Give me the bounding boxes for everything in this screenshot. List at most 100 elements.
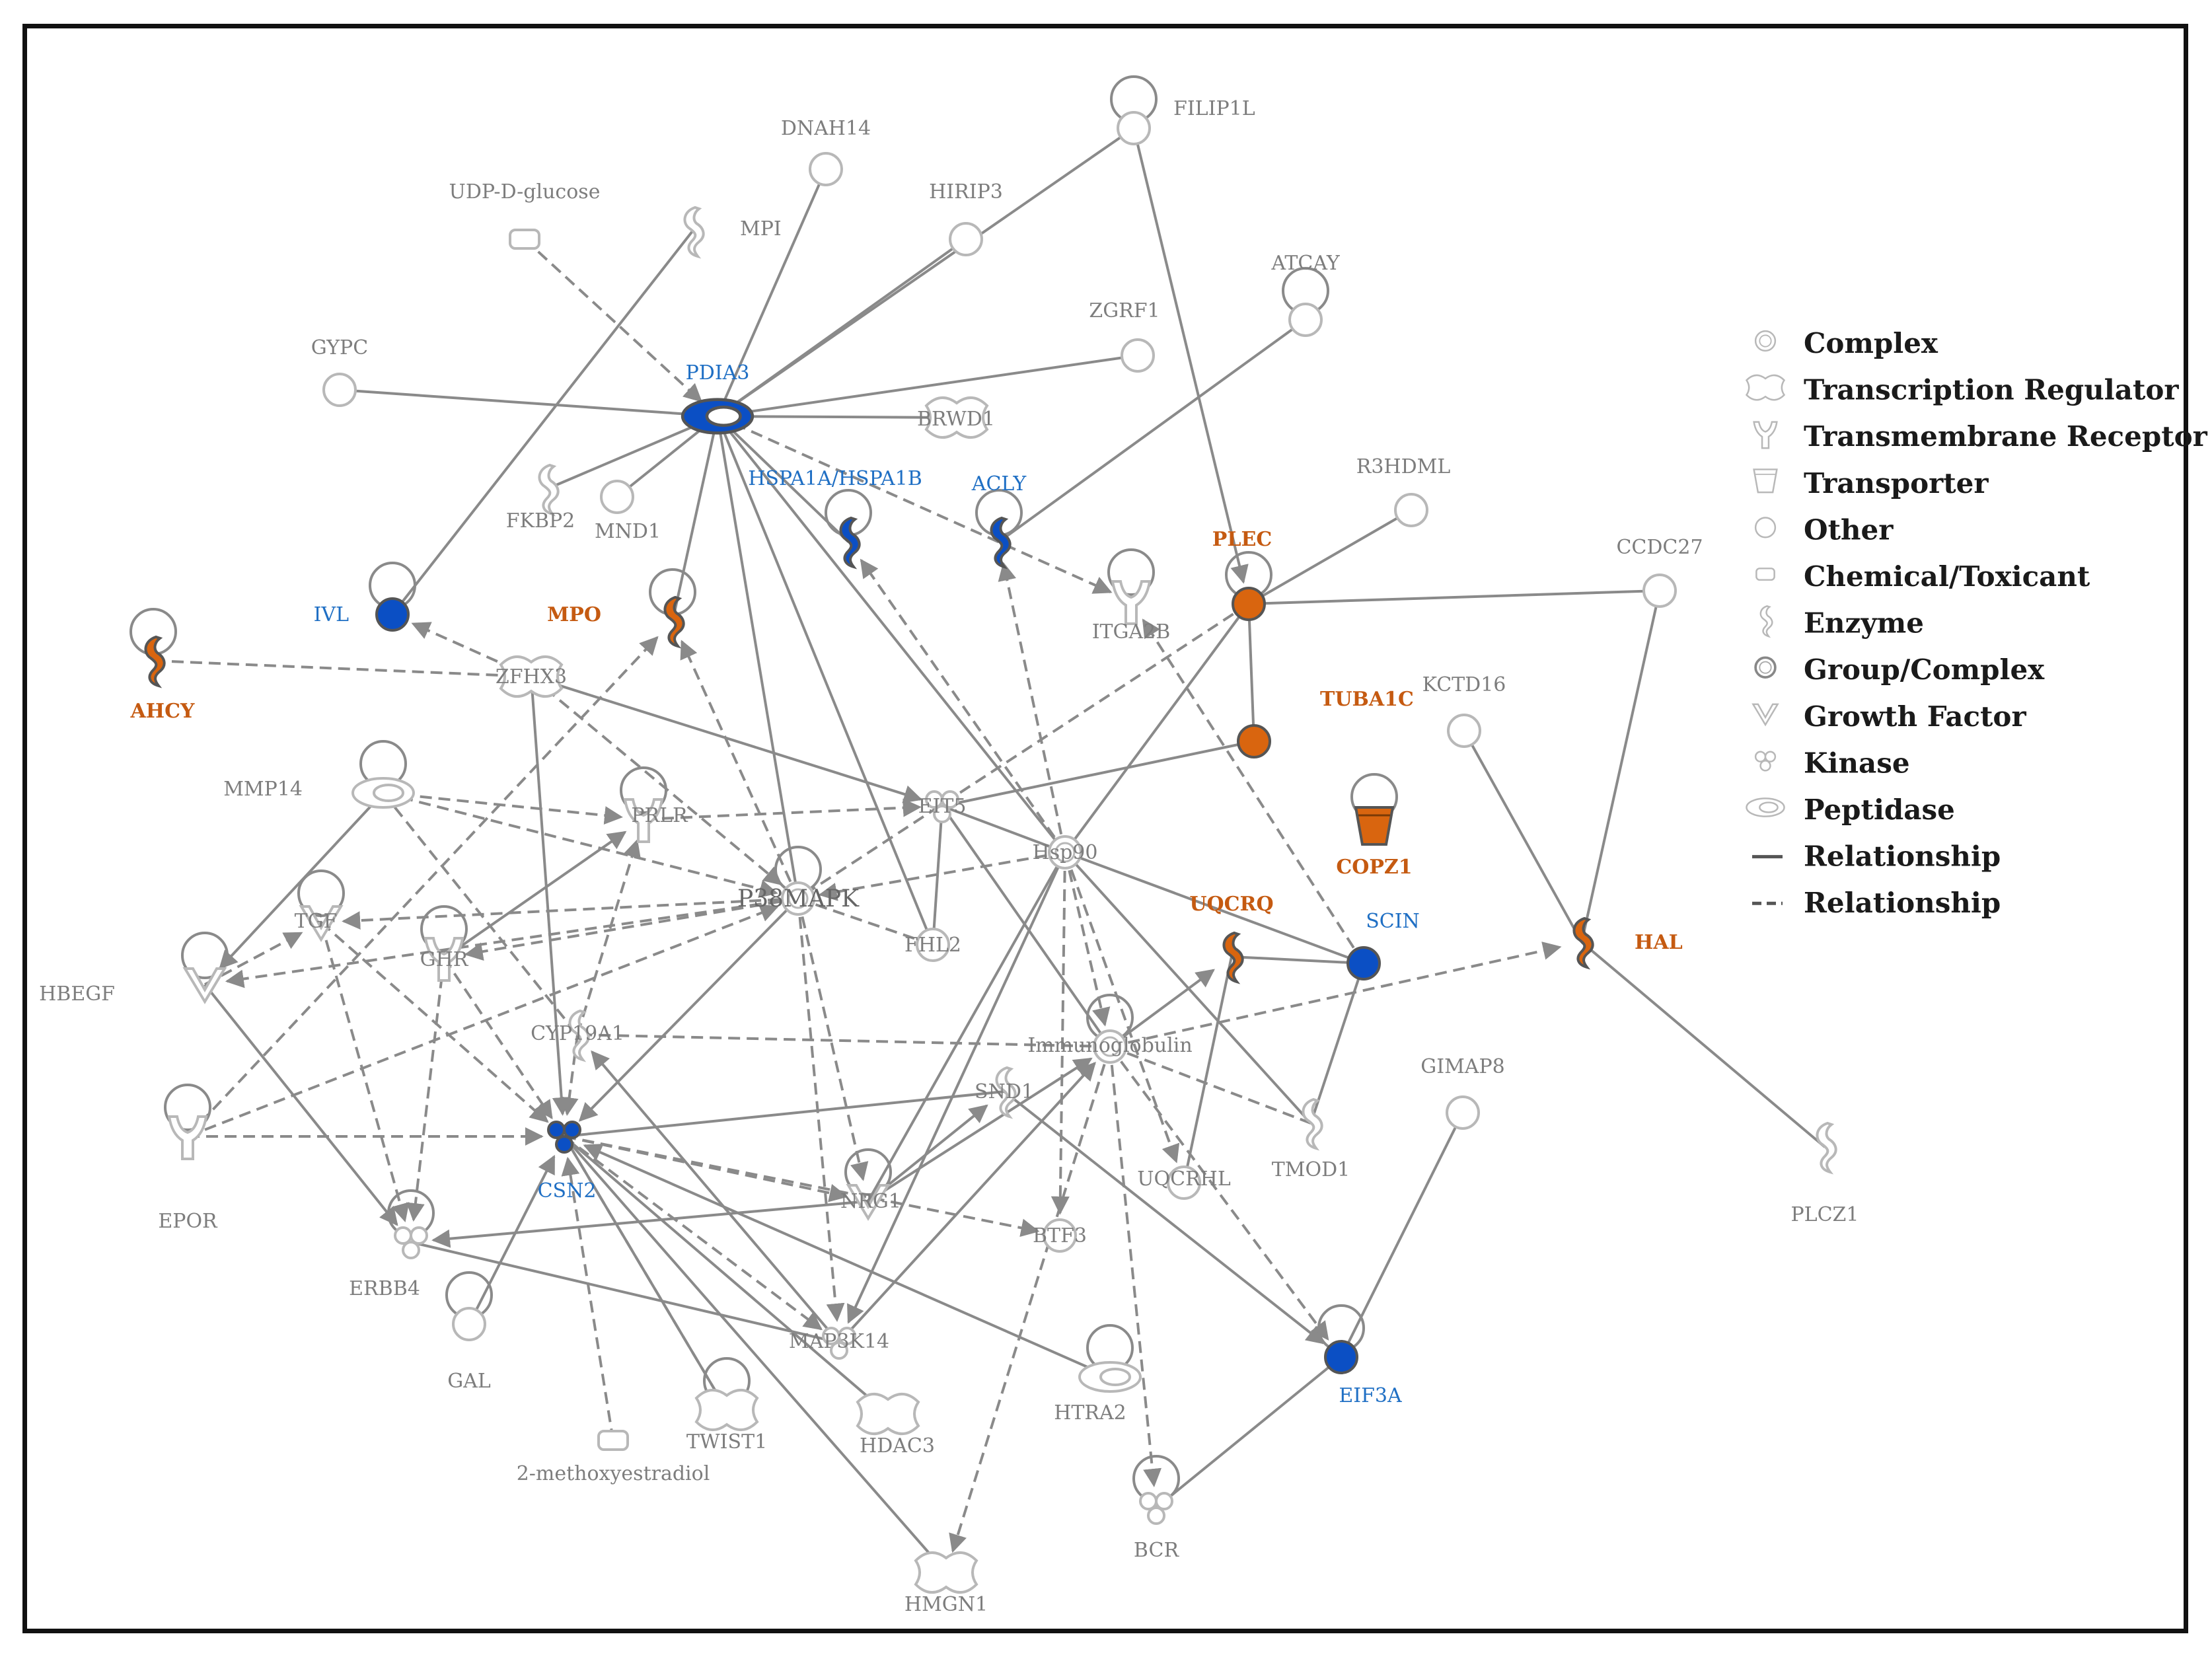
node-map3k14[interactable]: MAP3K14 [789,1327,889,1360]
transporter-legend-icon [1753,468,1778,494]
node-r3hdml[interactable]: R3HDML [1356,455,1451,527]
legend-item-chemical: Chemical/Toxicant [1755,560,2090,593]
node-itga2b[interactable]: ITGA2B [1092,548,1171,644]
node-hal[interactable]: HAL [1572,916,1683,970]
node-filip1l[interactable]: FILIP1L [1110,75,1255,145]
node-htra2[interactable]: HTRA2 [1054,1324,1142,1424]
node-label: HBEGF [39,982,115,1006]
node-gal[interactable]: GAL [445,1271,493,1393]
node-epor[interactable]: EPOR [158,1084,218,1233]
node-hbegf[interactable]: HBEGF [39,932,229,1006]
edge-hbegf-to-erbb4 [203,983,398,1226]
node-cyp19a1[interactable]: CYP19A1 [531,1009,624,1062]
node-mnd1[interactable]: MND1 [595,480,661,543]
node-csn2[interactable]: CSN2 [538,1121,597,1202]
node-label: UQCRHL [1137,1167,1231,1191]
enzyme-shape-icon [1816,1121,1837,1175]
node-gimap8[interactable]: GIMAP8 [1420,1055,1505,1130]
edge-mpi-to-ivl [391,230,694,616]
node-mpo[interactable]: MPO [547,568,696,649]
other-shape-icon [916,928,950,962]
node-immunoglobulin[interactable]: Immunoglobulin [1027,994,1193,1064]
edge-zfhx3-to-csn2 [530,676,571,1116]
edge-p38mapk-to-csn2 [578,897,799,1122]
kinase-shape-icon [547,1121,581,1154]
receptor-shape-icon [1111,580,1152,625]
node-eit5[interactable]: EIT5 [918,790,967,823]
node-prlr[interactable]: PRLR [620,766,688,843]
other-shape-icon [949,222,983,256]
legend-label: Relationship [1804,887,2001,919]
node-gypc[interactable]: GYPC [311,336,368,407]
node-brwd1[interactable]: BRWD1 [917,396,995,439]
other-shape-icon [1288,303,1323,337]
node-label: FHL2 [904,934,961,957]
node-label: HIRIP3 [929,180,1003,204]
node-tgf[interactable]: TGF [295,870,345,942]
node-udp-d-glucose[interactable]: UDP-D-glucose [449,180,601,250]
other-shape-icon [452,1307,486,1341]
node-tmod1[interactable]: TMOD1 [1272,1097,1350,1181]
node-fkbp2[interactable]: FKBP2 [506,463,575,533]
node-btf3[interactable]: BTF3 [1033,1218,1087,1253]
edge-pdia3-to-filip1l [716,127,1135,418]
node-2-methoxyestradiol[interactable]: 2-methoxyestradiol [517,1430,710,1485]
edge-epor-to-mpo [186,636,659,1138]
edge-tgf-to-erbb4 [320,922,410,1222]
node-label: MAP3K14 [789,1330,889,1353]
node-uqcrq[interactable]: UQCRQ [1189,893,1274,984]
node-bcr[interactable]: BCR [1132,1455,1180,1562]
node-kctd16[interactable]: KCTD16 [1422,673,1506,748]
node-ivl[interactable]: IVL [314,562,416,632]
edge-hsp90-to-nrg1 [867,852,1066,1202]
node-label: TUBA1C [1320,688,1414,711]
node-label: HDAC3 [860,1434,935,1458]
node-hirip3[interactable]: HIRIP3 [929,180,1003,256]
edge-htra2-to-csn2 [583,1144,1111,1378]
node-fhl2[interactable]: FHL2 [904,928,961,962]
node-acly[interactable]: ACLY [971,472,1027,570]
node-twist1[interactable]: TWIST1 [686,1357,767,1454]
node-copz1[interactable]: COPZ1 [1336,773,1413,879]
node-p38mapk[interactable]: P38MAPK [737,846,860,916]
node-uqcrhl[interactable]: UQCRHL [1137,1166,1231,1200]
node-scin[interactable]: SCIN [1346,910,1420,980]
enzyme-shape-icon [1572,916,1594,970]
node-hdac3[interactable]: HDAC3 [856,1393,935,1458]
node-eif3a[interactable]: EIF3A [1317,1304,1402,1407]
node-label: BRWD1 [917,408,995,431]
edge-pdia3-to-hsp90 [716,415,1066,854]
node-label: UDP-D-glucose [449,180,601,204]
node-plcz1[interactable]: PLCZ1 [1791,1121,1859,1226]
node-dnah14[interactable]: DNAH14 [781,117,871,186]
node-ahcy[interactable]: AHCY [129,608,195,723]
edge-atcay-to-acly [998,318,1307,543]
node-ghr[interactable]: GHR [420,905,469,982]
edge-gimap8-to-eif3a [1340,1112,1464,1358]
receptor-shape-icon [424,937,464,982]
edge-pdia3-to-gypc [339,388,718,418]
node-hsp90[interactable]: Hsp90 [1033,835,1098,870]
peptidase-legend-icon [1746,797,1785,817]
node-plec[interactable]: PLEC [1212,528,1272,621]
legend-label: Complex [1804,327,1938,359]
edge-scin-to-itga2b [1142,618,1365,965]
node-tuba1c[interactable]: TUBA1C [1237,688,1414,758]
node-ccdc27[interactable]: CCDC27 [1616,536,1703,608]
node-atcay[interactable]: ATCAY [1271,252,1341,337]
node-mpi[interactable]: MPI [683,205,782,259]
node-label: EIF3A [1339,1384,1402,1407]
node-zgrf1[interactable]: ZGRF1 [1089,299,1160,373]
node-snd1[interactable]: SND1 [975,1066,1034,1119]
node-hmgn1[interactable]: HMGN1 [904,1551,988,1616]
node-nrg1[interactable]: NRG1 [840,1148,901,1221]
kinase-shape-icon [1139,1492,1173,1525]
chemical-legend-icon [1755,568,1775,581]
edge-map3k14-to-immunoglobulin [838,1062,1096,1344]
node-hspa1a-hspa1b[interactable]: HSPA1A/HSPA1B [748,467,922,570]
node-erbb4[interactable]: ERBB4 [349,1189,435,1300]
node-zfhx3[interactable]: ZFHX3 [496,655,567,698]
node-mmp14[interactable]: MMP14 [223,740,415,809]
node-label: 2-methoxyestradiol [517,1462,710,1485]
node-pdia3[interactable]: PDIA3 [681,361,755,435]
